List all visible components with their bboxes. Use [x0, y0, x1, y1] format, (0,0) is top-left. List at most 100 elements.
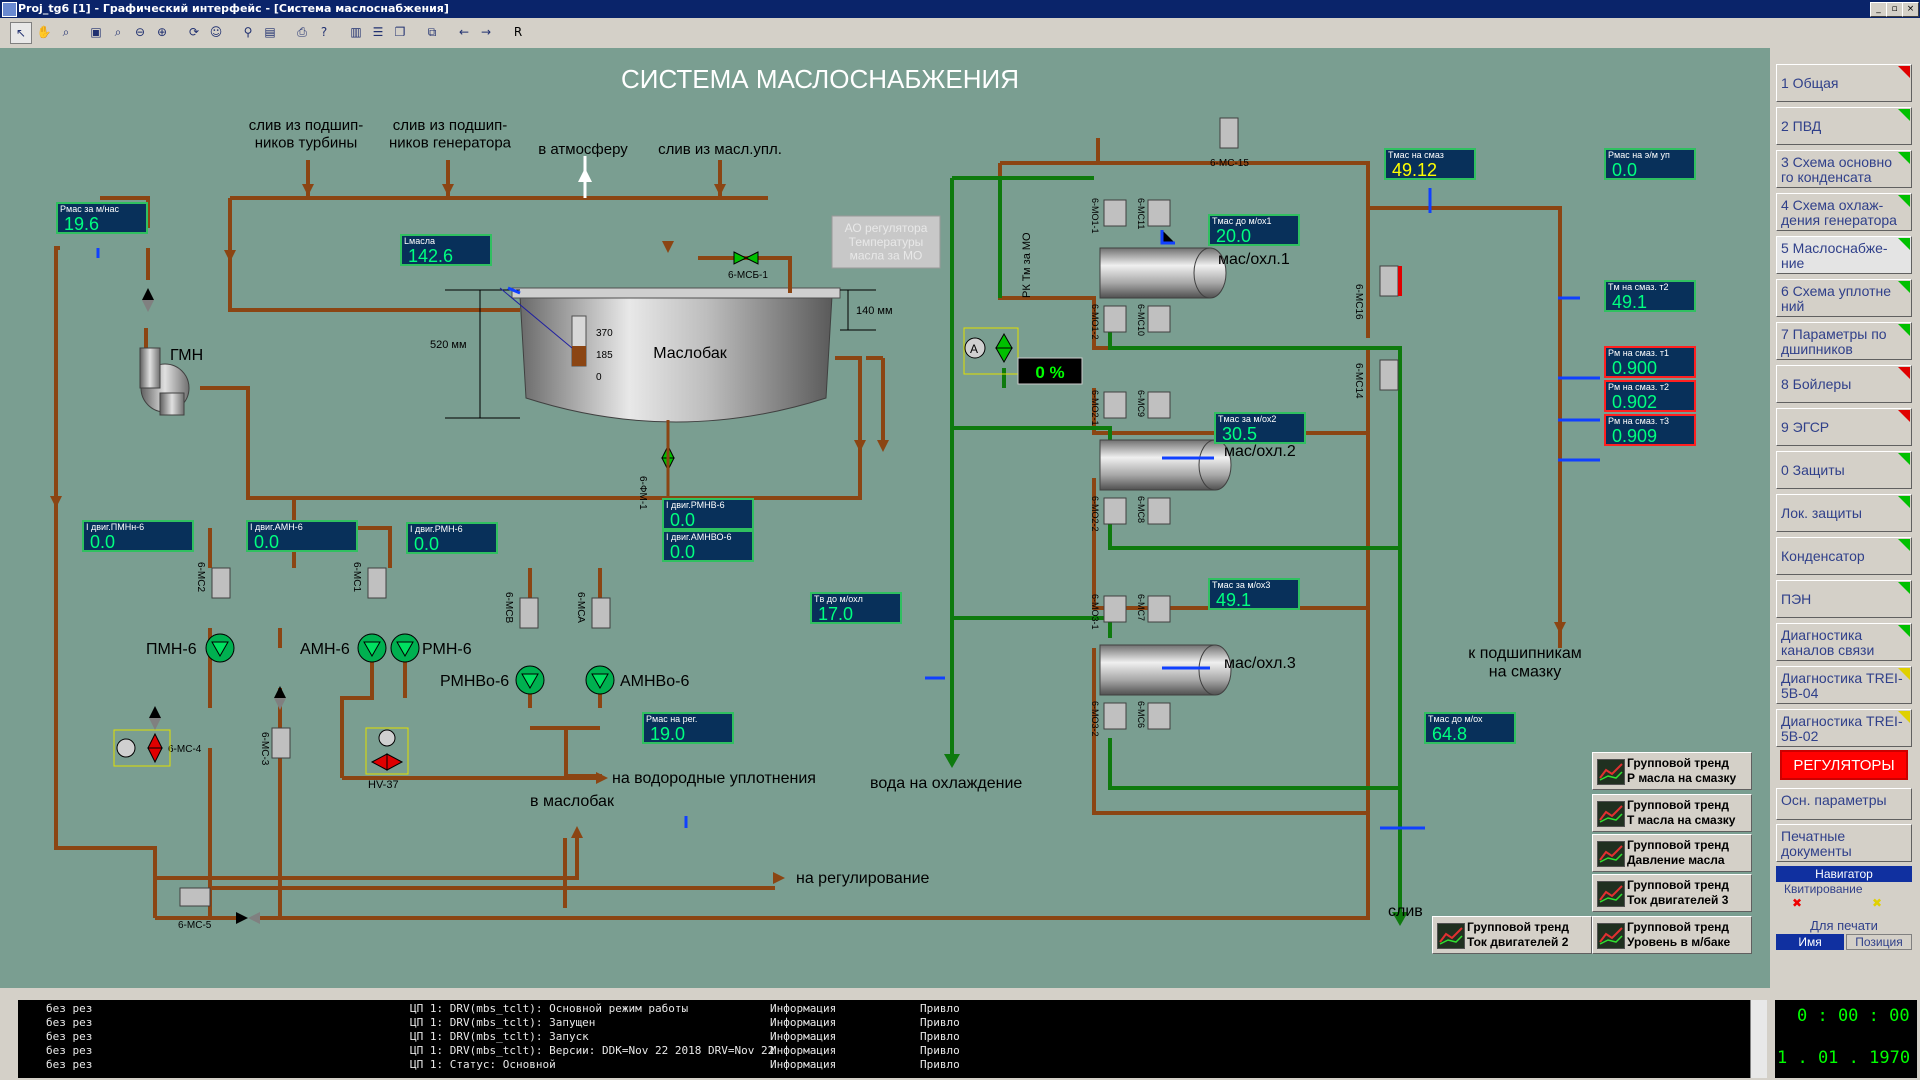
print-icon[interactable]: ⎙ — [297, 25, 307, 39]
window-cascade-icon[interactable]: ❐ — [394, 25, 406, 39]
minimize-button[interactable]: _ — [1870, 2, 1887, 17]
fit-icon[interactable]: ▣ — [90, 25, 102, 39]
sidebar-item[interactable]: 8 Бойлеры — [1776, 365, 1912, 403]
status-flag-icon — [1898, 152, 1910, 164]
refresh-icon[interactable]: ⟳ — [188, 25, 200, 39]
tank-scale-min: 0 — [596, 372, 602, 383]
small-valves[interactable] — [179, 117, 1399, 907]
sidebar-item[interactable]: ПЭН — [1776, 580, 1912, 618]
check-valve-gmn[interactable] — [142, 288, 154, 312]
trend-button[interactable]: Групповой тренд Уровень в м/баке — [1592, 916, 1752, 954]
sidebar-item[interactable]: Диагностика TREI-5B-04 — [1776, 666, 1912, 704]
check-valve-ms3[interactable] — [274, 686, 286, 710]
name-tab[interactable]: Имя — [1776, 934, 1844, 950]
sidebar-item[interactable]: 9 ЭГСР — [1776, 408, 1912, 446]
regulators-button[interactable]: РЕГУЛЯТОРЫ — [1780, 750, 1908, 780]
windows-icon[interactable]: ⧉ — [427, 25, 437, 39]
regulating-valve-6ms4[interactable] — [113, 729, 171, 767]
zoom-icon[interactable]: ⌕ — [62, 25, 70, 39]
trend-button[interactable]: Групповой тренд Т масла на смазку — [1592, 794, 1752, 832]
for-print-label[interactable]: Для печати — [1810, 918, 1878, 933]
sidebar-item[interactable]: 2 ПВД — [1776, 107, 1912, 145]
window-list-icon[interactable]: ☰ — [372, 25, 384, 39]
sidebar-item[interactable]: Диагностика TREI-5B-02 — [1776, 709, 1912, 747]
r-button[interactable]: R — [513, 25, 523, 39]
sidebar-item[interactable]: Лок. защиты — [1776, 494, 1912, 532]
valve-label-6ms15: 6-МС-15 — [1210, 158, 1249, 169]
valve-6msb1[interactable] — [733, 251, 759, 265]
readout-label: I двиг.ПМНн-6 — [86, 522, 145, 532]
position-tab[interactable]: Позиция — [1846, 934, 1912, 950]
ao-regulator-box[interactable] — [831, 215, 941, 269]
sidebar-item[interactable]: 7 Параметры по дшипников — [1776, 322, 1912, 360]
pumps[interactable] — [205, 633, 615, 695]
pointer-tool-icon[interactable]: ↖ — [10, 22, 32, 44]
zoom-window-icon[interactable]: ⌕ — [114, 25, 122, 39]
binoculars-icon[interactable]: ⚲ — [243, 25, 253, 39]
zoom-out-icon[interactable]: ⊖ — [134, 25, 146, 39]
log-cell-c: Информация — [770, 1058, 837, 1071]
back-arrow-icon[interactable]: ← — [458, 25, 470, 39]
navigator-label[interactable]: Навигатор — [1776, 866, 1912, 882]
sidebar-item[interactable]: 0 Защиты — [1776, 451, 1912, 489]
sidebar-item[interactable]: 6 Схема уплотне ний — [1776, 279, 1912, 317]
forward-arrow-icon[interactable]: → — [480, 25, 492, 39]
cooler-valves[interactable] — [1103, 199, 1171, 730]
rk-valve[interactable] — [963, 327, 1019, 375]
help-icon[interactable]: ? — [320, 25, 328, 39]
kvit-panel[interactable]: Квитирование ✖ ✖ — [1776, 882, 1912, 910]
sidebar-item[interactable]: 5 Маслоснабже- ние — [1776, 236, 1912, 274]
print-docs-button[interactable]: Печатные документы — [1776, 824, 1912, 862]
zoom-in-icon[interactable]: ⊕ — [156, 25, 168, 39]
check-valve-main[interactable] — [149, 706, 161, 730]
valve-label-6ms2: 6-МС2 — [195, 562, 206, 592]
sidebar-item[interactable]: 4 Схема охлаж- дения генератора — [1776, 193, 1912, 231]
sidebar-item[interactable]: 1 Общая — [1776, 64, 1912, 102]
sidebar-item[interactable]: 3 Схема основно го конденсата — [1776, 150, 1912, 188]
trend-button[interactable]: Групповой тренд Р масла на смазку — [1592, 752, 1752, 790]
save-icon[interactable]: ▤ — [264, 25, 276, 39]
gmn-pump[interactable] — [139, 347, 190, 416]
hand-tool-icon[interactable]: ✋ — [36, 25, 52, 39]
readout-box[interactable]: Рмас на рег.19.0 — [642, 712, 734, 744]
trend-button[interactable]: Групповой тренд Ток двигателей 2 — [1432, 916, 1592, 954]
sidebar-item[interactable]: Конденсатор — [1776, 537, 1912, 575]
main-params-button[interactable]: Осн. параметры — [1776, 788, 1912, 820]
close-button[interactable]: × — [1902, 2, 1919, 17]
trend-button[interactable]: Групповой тренд Ток двигателей 3 — [1592, 874, 1752, 912]
users-icon[interactable]: ☺ — [209, 25, 223, 39]
restore-button[interactable]: ▫ — [1886, 2, 1903, 17]
log-scrollbar[interactable] — [1750, 1000, 1767, 1078]
sidebar-item[interactable]: Диагностика каналов связи — [1776, 623, 1912, 661]
valve-hv37[interactable] — [365, 727, 409, 775]
gate-valve-bottom[interactable] — [236, 912, 260, 924]
oil-coolers[interactable] — [1099, 247, 1232, 696]
window-tile-icon[interactable]: ▥ — [350, 25, 362, 39]
readout-label: I двиг.АМНВО-6 — [666, 532, 732, 542]
trend-button[interactable]: Групповой тренд Давление масла — [1592, 834, 1752, 872]
